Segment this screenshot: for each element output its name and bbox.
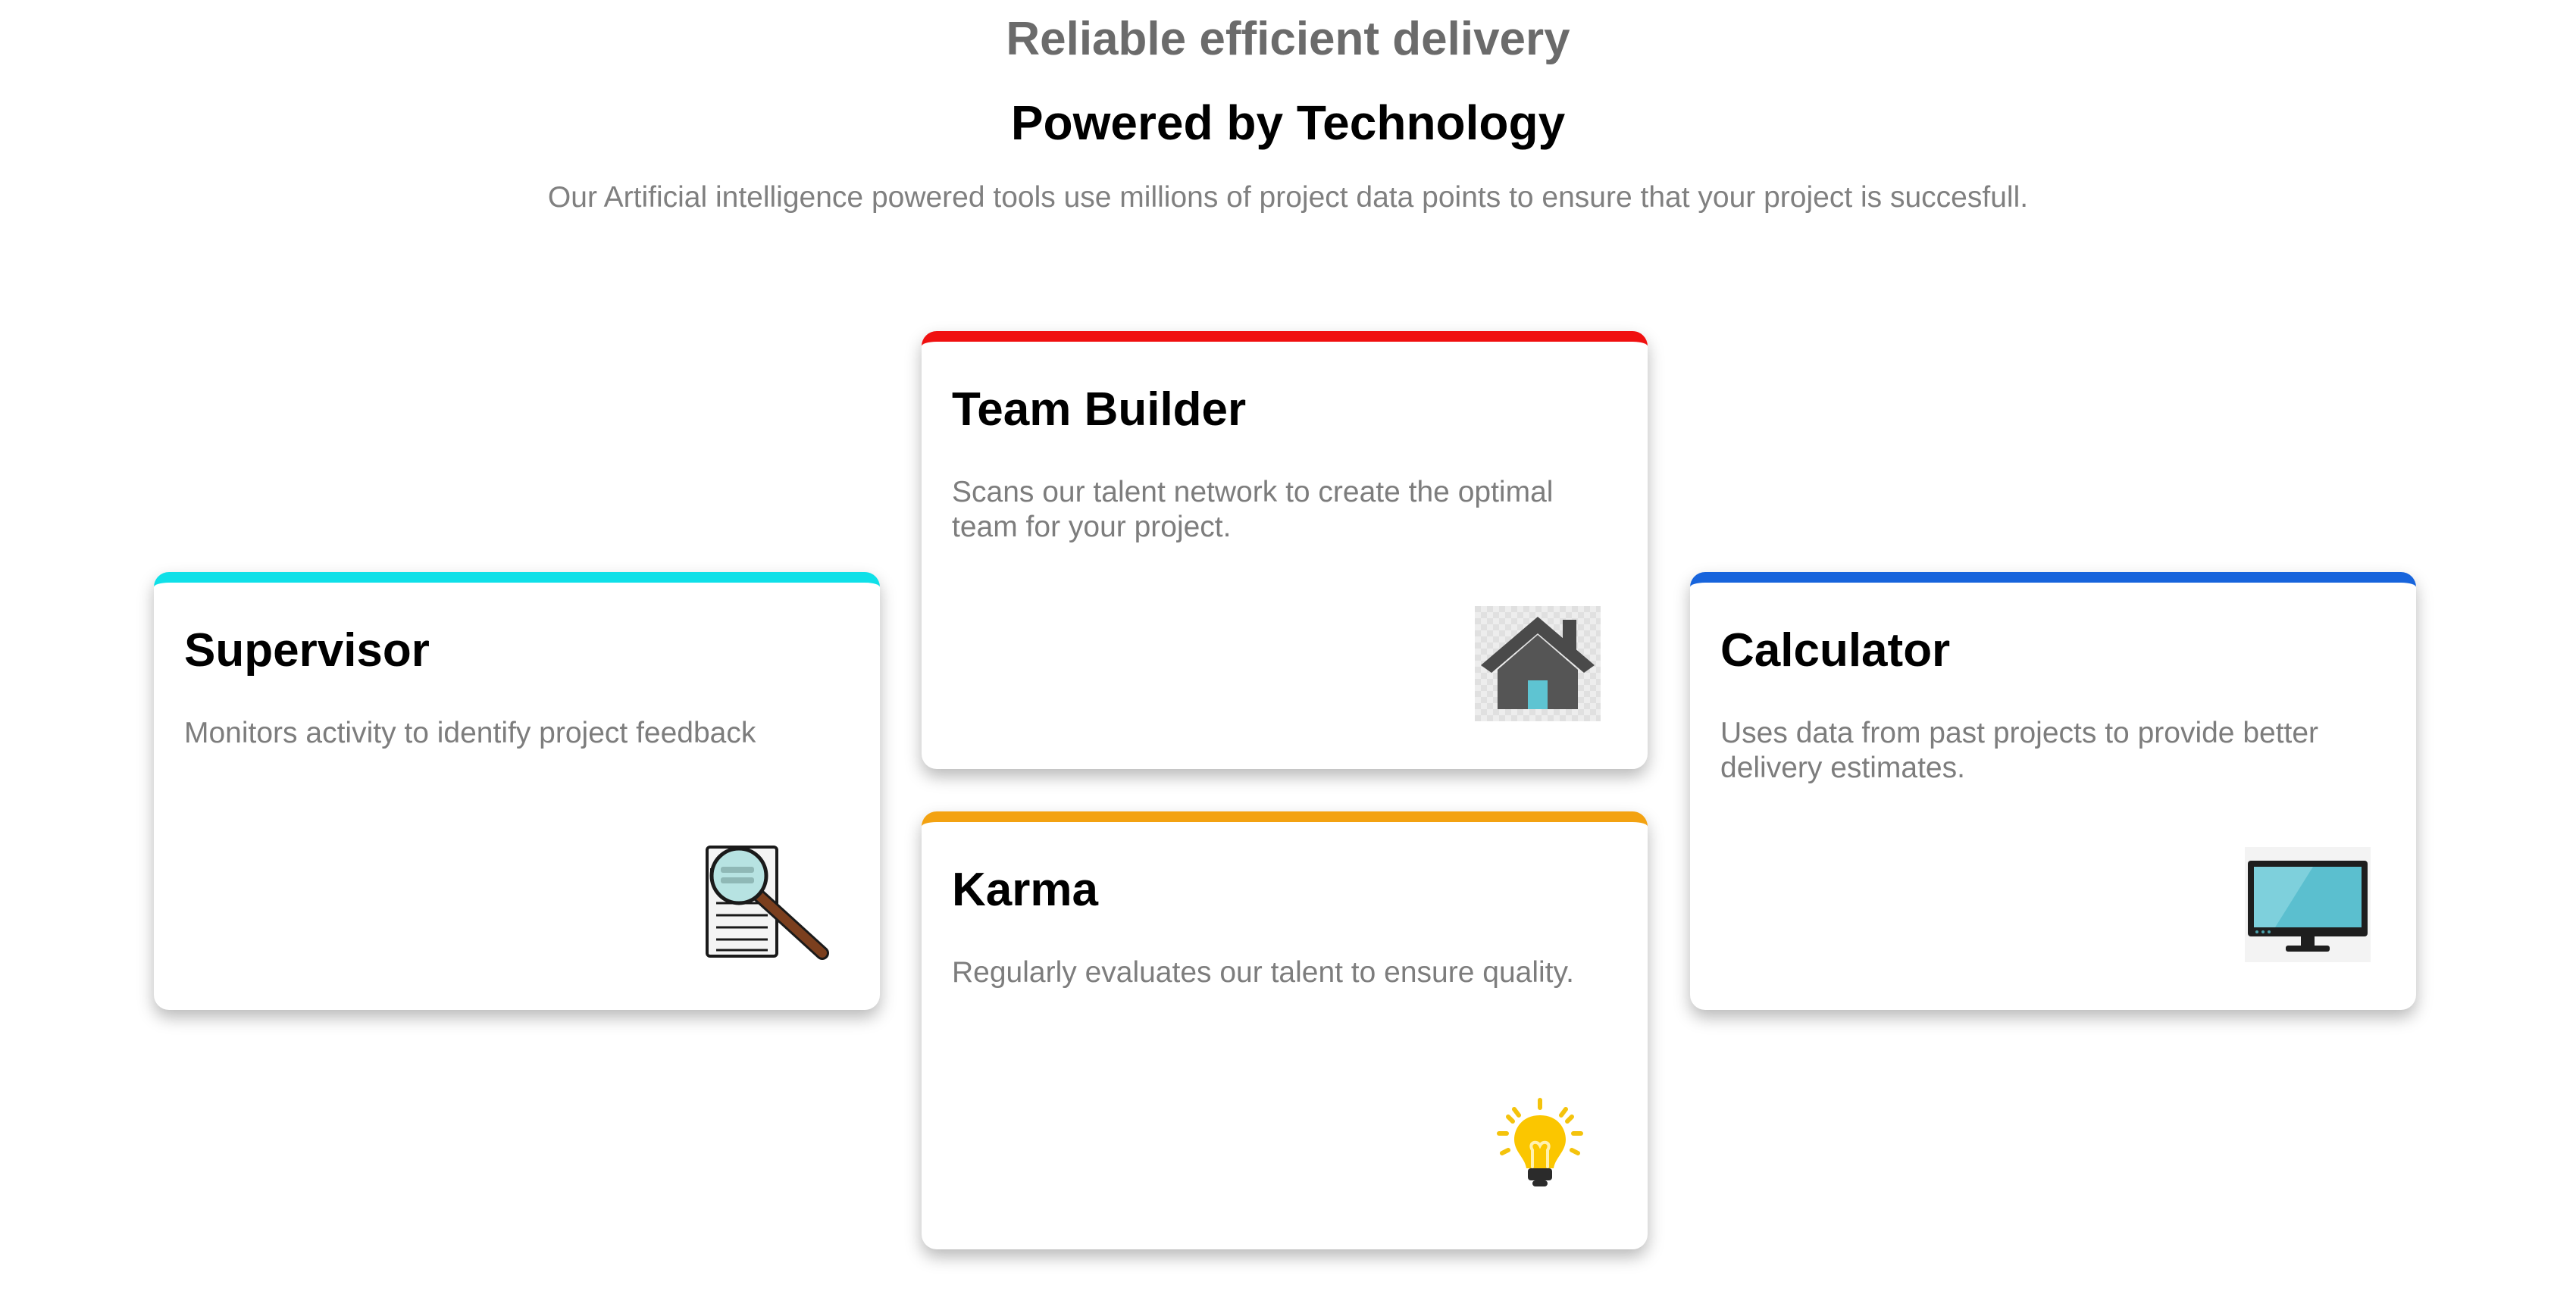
card-karma: Karma Regularly evaluates our talent to … xyxy=(922,811,1648,1249)
card-description: Regularly evaluates our talent to ensure… xyxy=(952,956,1574,989)
section-title: Powered by Technology xyxy=(1010,95,1566,150)
card-title: Calculator xyxy=(1720,624,1951,677)
card-title: Karma xyxy=(952,864,1098,916)
card-title: Supervisor xyxy=(184,624,430,677)
magnifier-document-icon xyxy=(701,843,834,968)
card-supervisor: Supervisor Monitors activity to identify… xyxy=(154,572,880,1010)
section-kicker: Reliable efficient delivery xyxy=(1006,13,1570,65)
lightbulb-icon xyxy=(1495,1097,1585,1195)
card-description: Uses data from past projects to provide … xyxy=(1720,717,2319,784)
house-icon xyxy=(1475,606,1601,725)
card-title: Team Builder xyxy=(952,383,1247,436)
section-subtitle: Our Artificial intelligence powered tool… xyxy=(547,181,2029,214)
card-description: Monitors activity to identify project fe… xyxy=(184,717,756,749)
card-description: Scans our talent network to create the o… xyxy=(952,476,1554,543)
monitor-icon xyxy=(2245,847,2371,966)
card-calculator: Calculator Uses data from past projects … xyxy=(1690,572,2416,1010)
card-team-builder: Team Builder Scans our talent network to… xyxy=(922,331,1648,769)
